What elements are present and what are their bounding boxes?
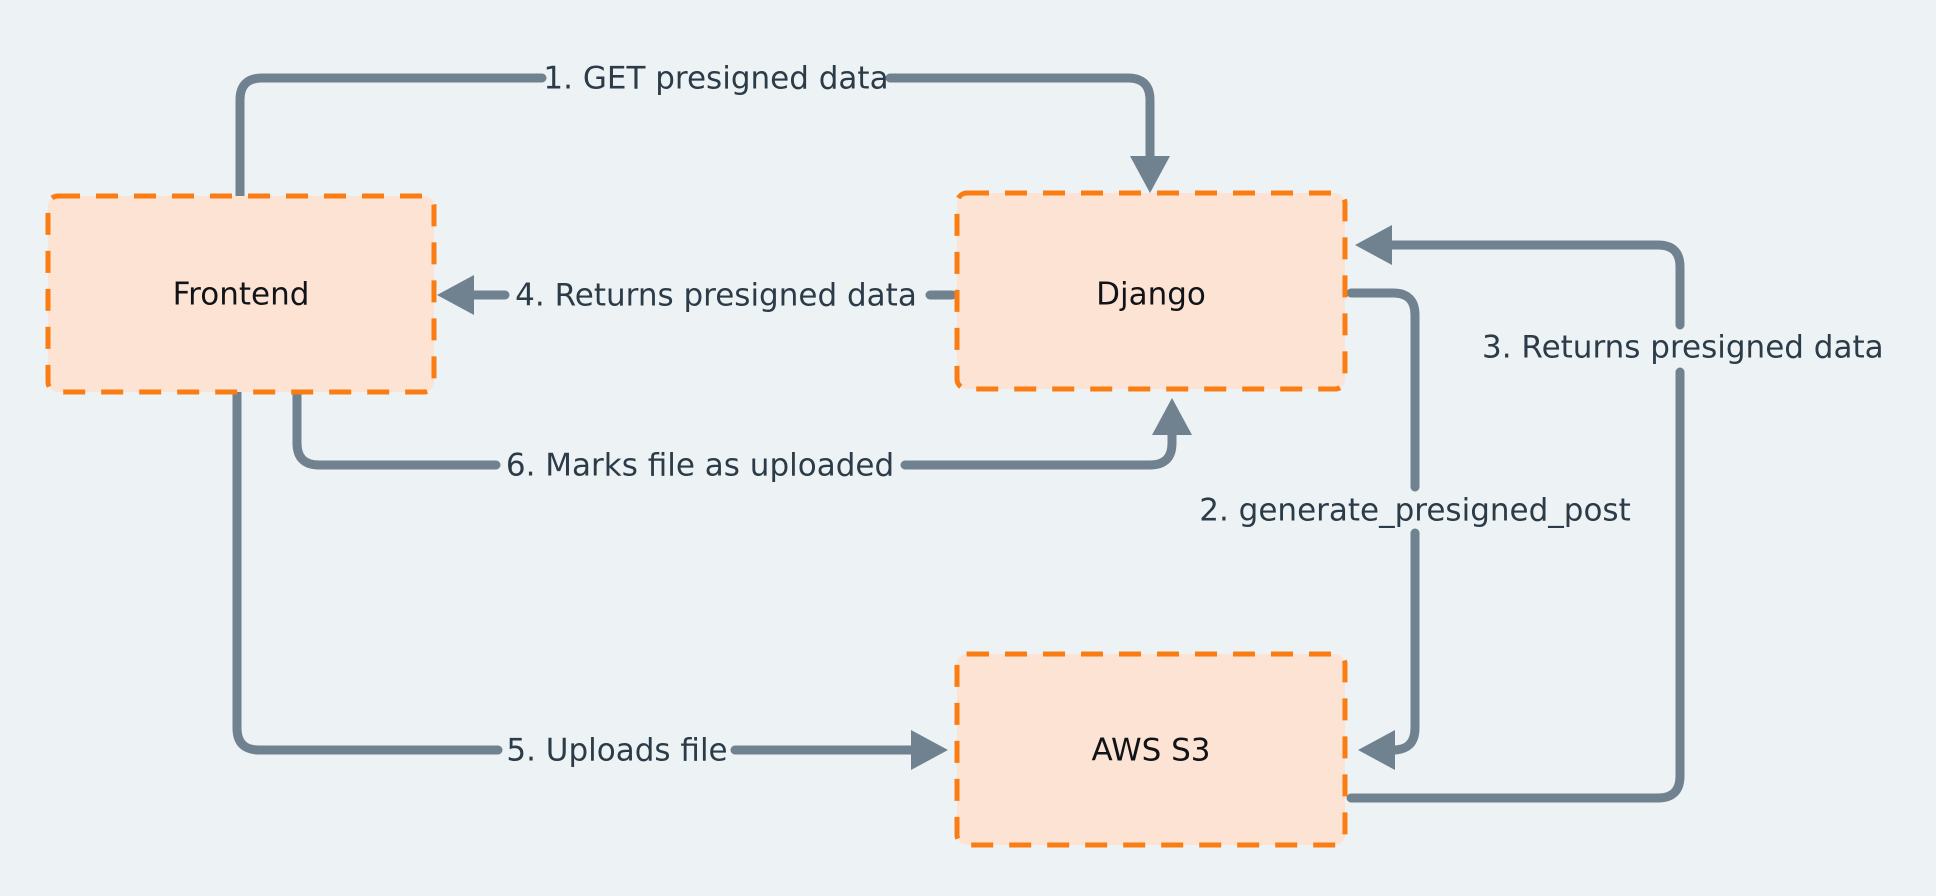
node-aws-s3[interactable]: AWS S3: [954, 651, 1348, 848]
edge-6-label: 6. Marks file as uploaded: [506, 448, 894, 484]
edge-5-path-left: [232, 388, 503, 755]
node-frontend-label: Frontend: [173, 277, 310, 313]
node-frontend[interactable]: Frontend: [45, 193, 437, 395]
node-django-rect[interactable]: [954, 190, 1348, 392]
edge-1-path-left: [235, 73, 547, 203]
node-django-label: Django: [1096, 277, 1206, 313]
edge-6-path-right: [900, 419, 1177, 470]
edge-5-arrowhead: [911, 730, 948, 770]
edge-5-label: 5. Uploads file: [506, 733, 727, 769]
edge-2-path-bottom: [1382, 528, 1420, 755]
edge-6-arrowhead: [1152, 398, 1192, 435]
edge-4-arrowhead: [437, 275, 474, 315]
node-aws-s3-label: AWS S3: [1091, 733, 1210, 769]
edge-1-label: 1. GET presigned data: [543, 61, 888, 97]
edge-3-arrowhead: [1355, 225, 1392, 265]
edge-2-path-top: [1346, 288, 1420, 492]
edge-6-path-left: [292, 388, 501, 470]
node-django[interactable]: Django: [954, 190, 1348, 392]
edge-3-path-top: [1378, 240, 1685, 330]
edge-1-arrowhead: [1130, 156, 1170, 193]
edge-1-path-right: [885, 73, 1155, 173]
edge-2-label: 2. generate_presigned_post: [1199, 493, 1630, 529]
node-aws-s3-rect[interactable]: [954, 651, 1348, 848]
node-frontend-rect[interactable]: [45, 193, 437, 395]
edge-3-path-bottom: [1346, 367, 1685, 803]
edge-3-label: 3. Returns presigned data: [1482, 330, 1884, 366]
edge-2-arrowhead: [1358, 730, 1395, 770]
edge-4-label: 4. Returns presigned data: [515, 278, 917, 314]
